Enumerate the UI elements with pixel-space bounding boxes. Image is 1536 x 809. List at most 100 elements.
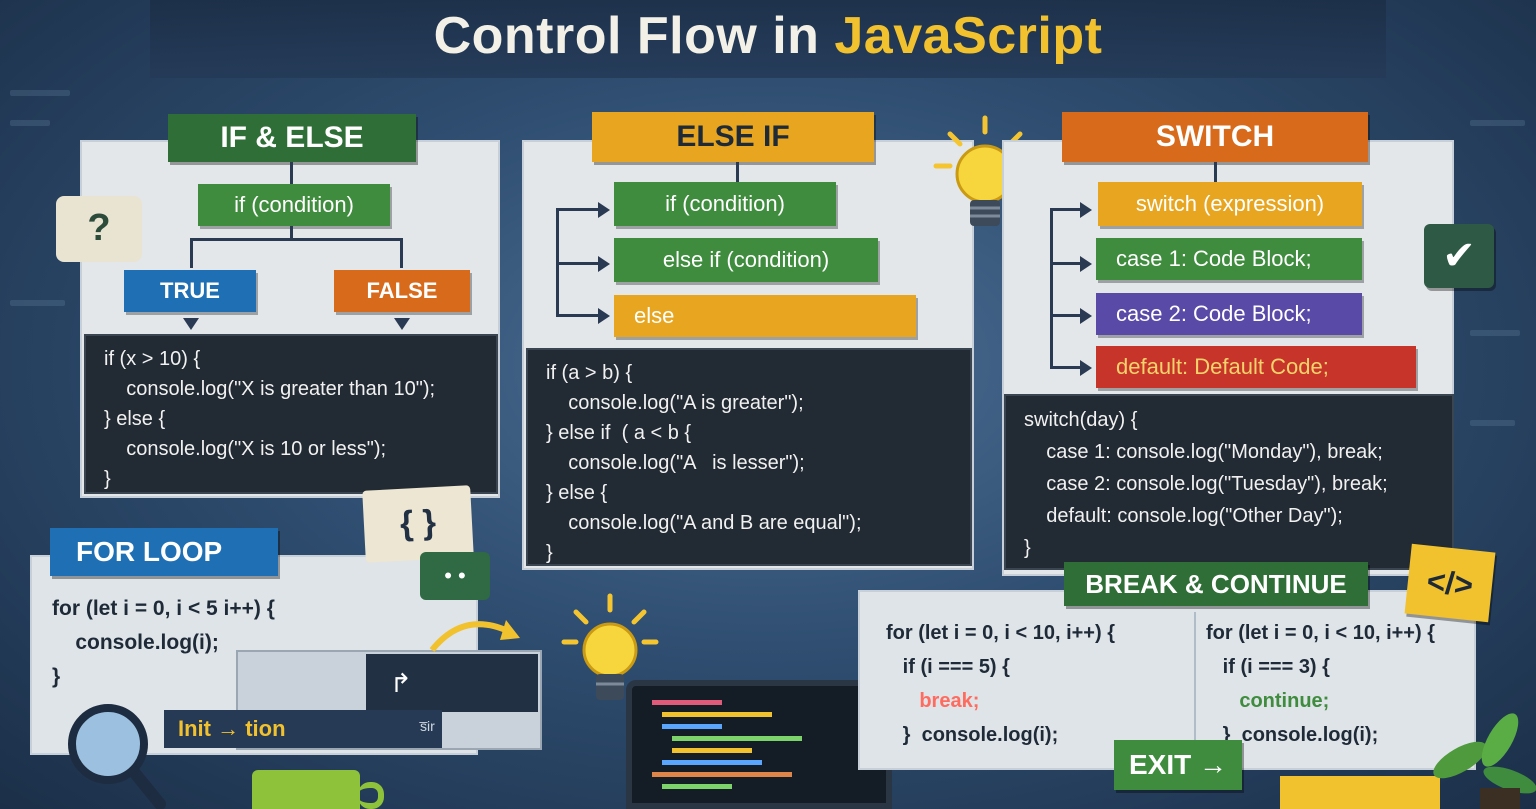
code-line: } console.log(i); [1206,724,1379,746]
code-line: if (i === 3) { [1206,656,1330,678]
code-line: } else if ( a < b { [546,422,692,444]
arrow-right-icon [598,256,610,272]
code-line: console.log("A is lesser"); [546,452,805,474]
code-line: if (x > 10) { [104,348,201,370]
init-label: Init → tion [164,710,442,748]
monitor-icon [626,680,892,809]
switch-header: SWITCH [1062,112,1368,162]
title-banner [150,0,1386,78]
connector [1050,208,1053,368]
code-bar [672,748,752,753]
arrow-right-icon [598,202,610,218]
code-line: console.log("A is greater"); [546,392,804,414]
arrow-down-icon [183,318,199,330]
connector [556,208,600,211]
code-bar [662,712,772,717]
chat-bubble-icon: • • [420,552,490,600]
switch-box-default: default: Default Code; [1096,346,1416,388]
else-if-box-if: if (condition) [614,182,836,226]
mug-handle [358,782,384,809]
connector [1050,314,1082,317]
code-line: console.log("A and B are equal"); [546,512,862,534]
arrow-right-icon [1080,308,1092,324]
bg-stripe [1470,120,1525,126]
true-box: TRUE [124,270,256,312]
break-code: for (let i = 0, i < 10, i++) { if (i ===… [886,616,1186,752]
loop-step-box [366,654,538,712]
bg-stripe [10,90,70,96]
title-text: Control Flow in [433,7,835,65]
code-line: console.log("X is 10 or less"); [104,438,387,460]
code-bar [662,760,762,765]
loop-arrow-icon [429,620,520,652]
bg-stripe [1470,330,1520,336]
break-continue-header: BREAK & CONTINUE [1064,562,1368,606]
lightbulb-icon [560,592,660,727]
code-line: if (i === 5) { [886,656,1010,678]
connector [400,238,403,268]
code-bar [662,724,722,729]
code-line: continue; [1206,690,1330,712]
for-loop-code: for (let i = 0, i < 5 i++) { console.log… [52,592,452,694]
code-line: console.log(i); [52,631,219,654]
switch-code: switch(day) { case 1: console.log("Monda… [1004,394,1454,570]
code-bar [652,772,792,777]
arrow-right-icon [1080,256,1092,272]
continue-code: for (let i = 0, i < 10, i++) { if (i ===… [1206,616,1486,752]
strip-small-text: s̅ir [420,718,435,734]
code-line: } console.log(i); [886,724,1059,746]
arrow-down-icon [394,318,410,330]
connector [556,262,600,265]
code-line: for (let i = 0, i < 5 i++) { [52,597,275,620]
switch-box-expression: switch (expression) [1098,182,1362,226]
code-line: case 2: console.log("Tuesday"), break; [1024,473,1388,495]
for-loop-header: FOR LOOP [50,528,278,576]
page-title: Control Flow in JavaScript [0,6,1536,76]
code-line: console.log("X is greater than 10"); [104,378,436,400]
code-line: } [546,542,553,564]
mug-icon [252,770,360,809]
connector [190,238,402,241]
code-line: } else { [104,408,166,430]
code-line: } [52,665,61,688]
title-highlight: JavaScript [834,7,1103,65]
question-icon: ? [56,196,142,262]
connector [1214,162,1217,182]
connector [1050,208,1082,211]
if-else-code: if (x > 10) { console.log("X is greater … [84,334,498,494]
bg-stripe [1470,420,1515,426]
else-if-box-elseif: else if (condition) [614,238,878,282]
plant-icon [1433,713,1536,809]
code-line: default: console.log("Other Day"); [1024,505,1343,527]
connector [290,162,293,184]
arrow-right-icon [598,308,610,324]
magnifier-icon [68,704,166,809]
switch-box-case1: case 1: Code Block; [1096,238,1362,280]
bg-stripe [10,300,65,306]
arrow-right-icon [1080,360,1092,376]
code-tag-icon: </> [1404,543,1496,623]
code-line: for (let i = 0, i < 10, i++) { [1206,622,1435,644]
else-if-code: if (a > b) { console.log("A is greater")… [526,348,972,566]
connector [736,162,739,182]
code-line: } else { [546,482,608,504]
connector [1050,262,1082,265]
if-else-header: IF & ELSE [168,114,416,162]
switch-box-case2: case 2: Code Block; [1096,293,1362,335]
yellow-block [1280,776,1440,809]
false-box: FALSE [334,270,470,312]
divider [1194,612,1196,752]
arrow-right-icon [1080,202,1092,218]
else-if-box-else: else [614,295,916,337]
if-condition-box: if (condition) [198,184,390,226]
code-line: } [1024,537,1031,559]
check-icon: ✔ [1424,224,1494,288]
exit-sign: EXIT → [1114,740,1242,790]
code-line: case 1: console.log("Monday"), break; [1024,441,1383,463]
code-bar [672,736,802,741]
code-bar [662,784,732,789]
connector [556,314,600,317]
connector [290,226,293,240]
code-line: for (let i = 0, i < 10, i++) { [886,622,1115,644]
code-bar [652,700,722,705]
